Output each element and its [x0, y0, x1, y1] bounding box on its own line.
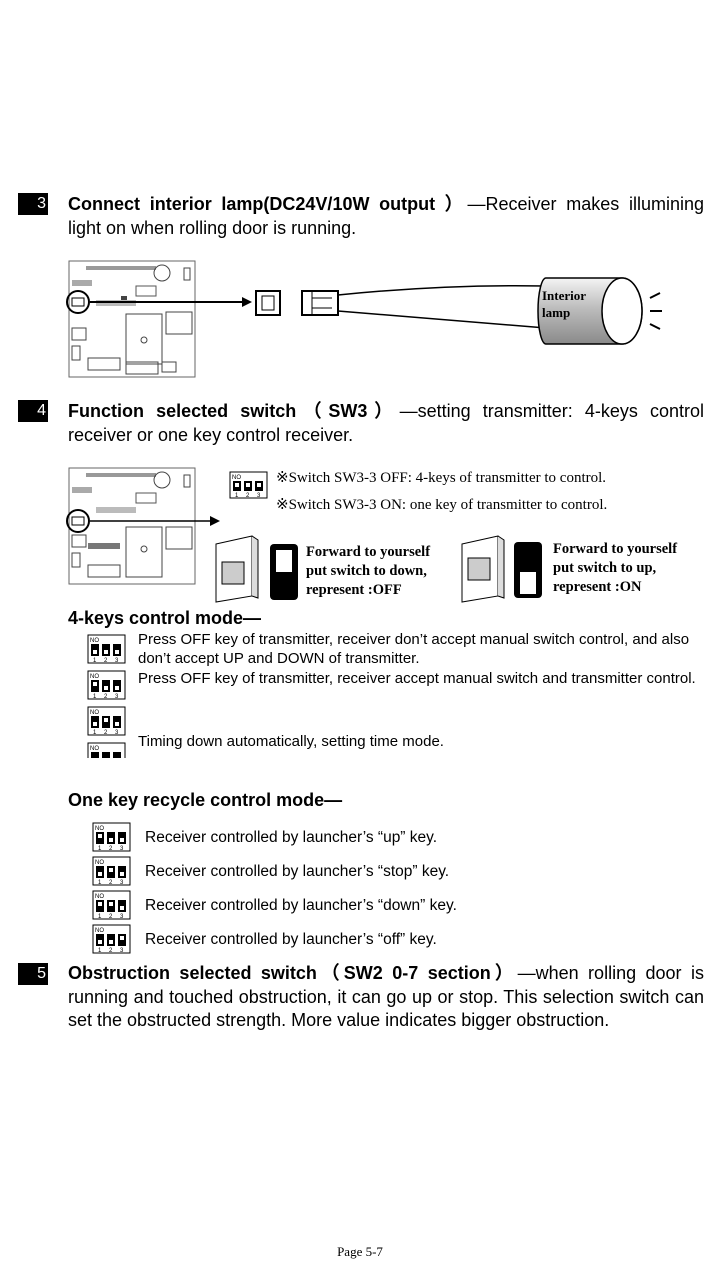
svg-text:2: 2 [109, 914, 113, 920]
switch-on-illustration [461, 535, 542, 603]
svg-text:2: 2 [109, 846, 113, 852]
svg-text:NO: NO [90, 746, 99, 752]
pcb-board-icon [66, 260, 196, 378]
dip-switch-icon: NO 1 2 3 [92, 890, 131, 920]
svg-text:1: 1 [98, 880, 102, 886]
svg-text:2: 2 [104, 730, 108, 736]
switch-on-line3: represent :ON [553, 579, 642, 595]
switch-off-caption: Forward to yourself put switch to down, … [306, 543, 430, 600]
svg-text:3: 3 [257, 493, 261, 499]
svg-text:2: 2 [109, 880, 113, 886]
one-key-item-3: Receiver controlled by launcher’s “down”… [145, 897, 457, 914]
sw3-dip-switch-icon: NO 1 2 3 [229, 471, 268, 499]
dip-switch-icon: NO [87, 742, 126, 758]
switch-off-line3: represent :OFF [306, 582, 402, 598]
section-number-5: 5 [18, 963, 48, 985]
section-number-4: 4 [18, 400, 48, 422]
svg-text:3: 3 [120, 948, 124, 954]
svg-text:1: 1 [235, 493, 239, 499]
section4-desc: —setting transmitter: 4-keys control rec… [68, 401, 704, 445]
one-key-item-4: Receiver controlled by launcher’s “off” … [145, 931, 437, 948]
section5-desc: —when rolling door is running and touche… [68, 963, 704, 1030]
svg-text:2: 2 [104, 658, 108, 664]
svg-text:2: 2 [104, 694, 108, 700]
svg-text:NO: NO [90, 710, 99, 716]
switch-on-caption: Forward to yourself put switch to up, re… [553, 540, 677, 597]
four-keys-item-2: Press OFF key of transmitter, receiver a… [138, 670, 696, 687]
four-keys-item-3: Timing down automatically, setting time … [138, 733, 444, 750]
svg-text:3: 3 [120, 846, 124, 852]
dip-switch-icon: NO 1 2 3 [87, 706, 126, 736]
switch-off-illustration [215, 535, 298, 603]
section3-title: Connect interior lamp(DC24V/10W output ） [68, 194, 468, 214]
svg-text:NO: NO [95, 928, 104, 934]
switch-on-line2: put switch to up, [553, 560, 657, 576]
switch-off-line2: put switch to down, [306, 563, 427, 579]
page-number: Page 5-7 [337, 1244, 383, 1259]
dip-switch-icon: NO 1 2 3 [92, 822, 131, 852]
interior-lamp-icon [537, 277, 643, 345]
section3-paragraph: Connect interior lamp(DC24V/10W output ）… [68, 192, 704, 240]
svg-text:1: 1 [93, 694, 97, 700]
svg-text:NO: NO [90, 674, 99, 680]
svg-text:NO: NO [95, 826, 104, 832]
svg-text:3: 3 [115, 730, 119, 736]
svg-text:NO: NO [232, 475, 241, 481]
svg-text:2: 2 [109, 948, 113, 954]
svg-text:3: 3 [115, 694, 119, 700]
section3-desc: —Receiver makes illumining light on when… [68, 194, 704, 238]
dip-switch-icon: NO 1 2 3 [87, 670, 126, 700]
sw3-notes: ※Switch SW3-3 OFF: 4-keys of transmitter… [276, 465, 607, 519]
svg-text:3: 3 [120, 914, 124, 920]
svg-text:NO: NO [90, 638, 99, 644]
lamp-label-line1: Interior [542, 288, 587, 303]
switch-off-line1: Forward to yourself [306, 544, 431, 560]
svg-text:NO: NO [95, 894, 104, 900]
sw3-note-off: ※Switch SW3-3 OFF: 4-keys of transmitter… [276, 470, 607, 486]
svg-text:1: 1 [98, 846, 102, 852]
switch-on-line1: Forward to yourself [553, 541, 678, 557]
dip-switch-icon: NO 1 2 3 [92, 856, 131, 886]
svg-text:3: 3 [115, 658, 119, 664]
svg-text:NO: NO [95, 860, 104, 866]
svg-text:3: 3 [120, 880, 124, 886]
svg-text:1: 1 [93, 658, 97, 664]
svg-text:1: 1 [98, 914, 102, 920]
svg-text:2: 2 [246, 493, 250, 499]
svg-text:1: 1 [93, 730, 97, 736]
interior-lamp-diagram [66, 260, 662, 378]
dip-switch-icon: NO 1 2 3 [92, 924, 131, 954]
four-keys-heading: 4-keys control mode— [68, 608, 262, 628]
dip-switch-icon: NO 1 2 3 [87, 634, 126, 664]
one-key-item-2: Receiver controlled by launcher’s “stop”… [145, 863, 450, 880]
one-key-heading: One key recycle control mode— [68, 790, 343, 810]
section-number-3: 3 [18, 193, 48, 215]
svg-text:1: 1 [98, 948, 102, 954]
section5-title: Obstruction selected switch（SW2 0-7 sect… [68, 963, 518, 983]
four-keys-item-1: Press OFF key of transmitter, receiver d… [138, 631, 690, 667]
section5-paragraph: Obstruction selected switch（SW2 0-7 sect… [68, 962, 704, 1033]
lamp-label: Interior lamp [542, 287, 586, 321]
section4-title: Function selected switch（SW3） [68, 401, 400, 421]
sw3-board-diagram [66, 467, 220, 585]
one-key-item-1: Receiver controlled by launcher’s “up” k… [145, 829, 438, 846]
section4-paragraph: Function selected switch（SW3）—setting tr… [68, 399, 704, 447]
lamp-label-line2: lamp [542, 305, 571, 320]
sw3-note-on: ※Switch SW3-3 ON: one key of transmitter… [276, 497, 608, 513]
